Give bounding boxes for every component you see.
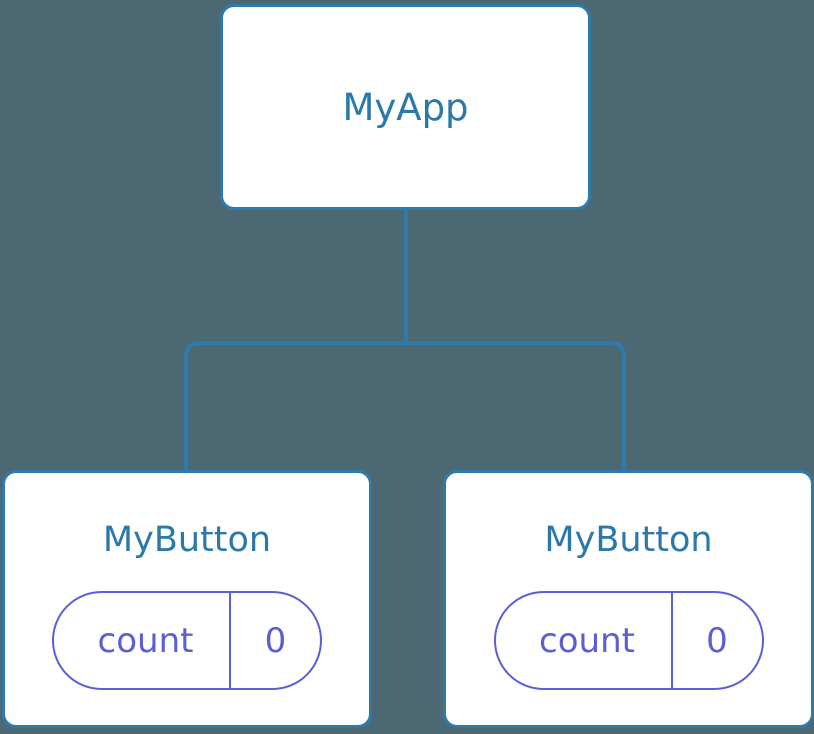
state-value: 0 xyxy=(670,593,762,688)
component-node-label: MyApp xyxy=(342,85,469,129)
component-node-label: MyButton xyxy=(544,520,713,560)
state-value: 0 xyxy=(229,593,320,688)
state-key: count xyxy=(539,620,635,661)
component-node-child-2[interactable]: MyButton count 0 xyxy=(443,470,814,728)
state-key: count xyxy=(97,620,194,661)
state-pill[interactable]: count 0 xyxy=(493,591,764,690)
component-node-root[interactable]: MyApp xyxy=(220,4,591,210)
connector-branch-left xyxy=(184,341,406,472)
connector-branch-right xyxy=(406,341,626,472)
state-pill[interactable]: count 0 xyxy=(52,591,322,690)
component-node-label: MyButton xyxy=(102,520,272,560)
component-node-child-1[interactable]: MyButton count 0 xyxy=(2,470,372,728)
